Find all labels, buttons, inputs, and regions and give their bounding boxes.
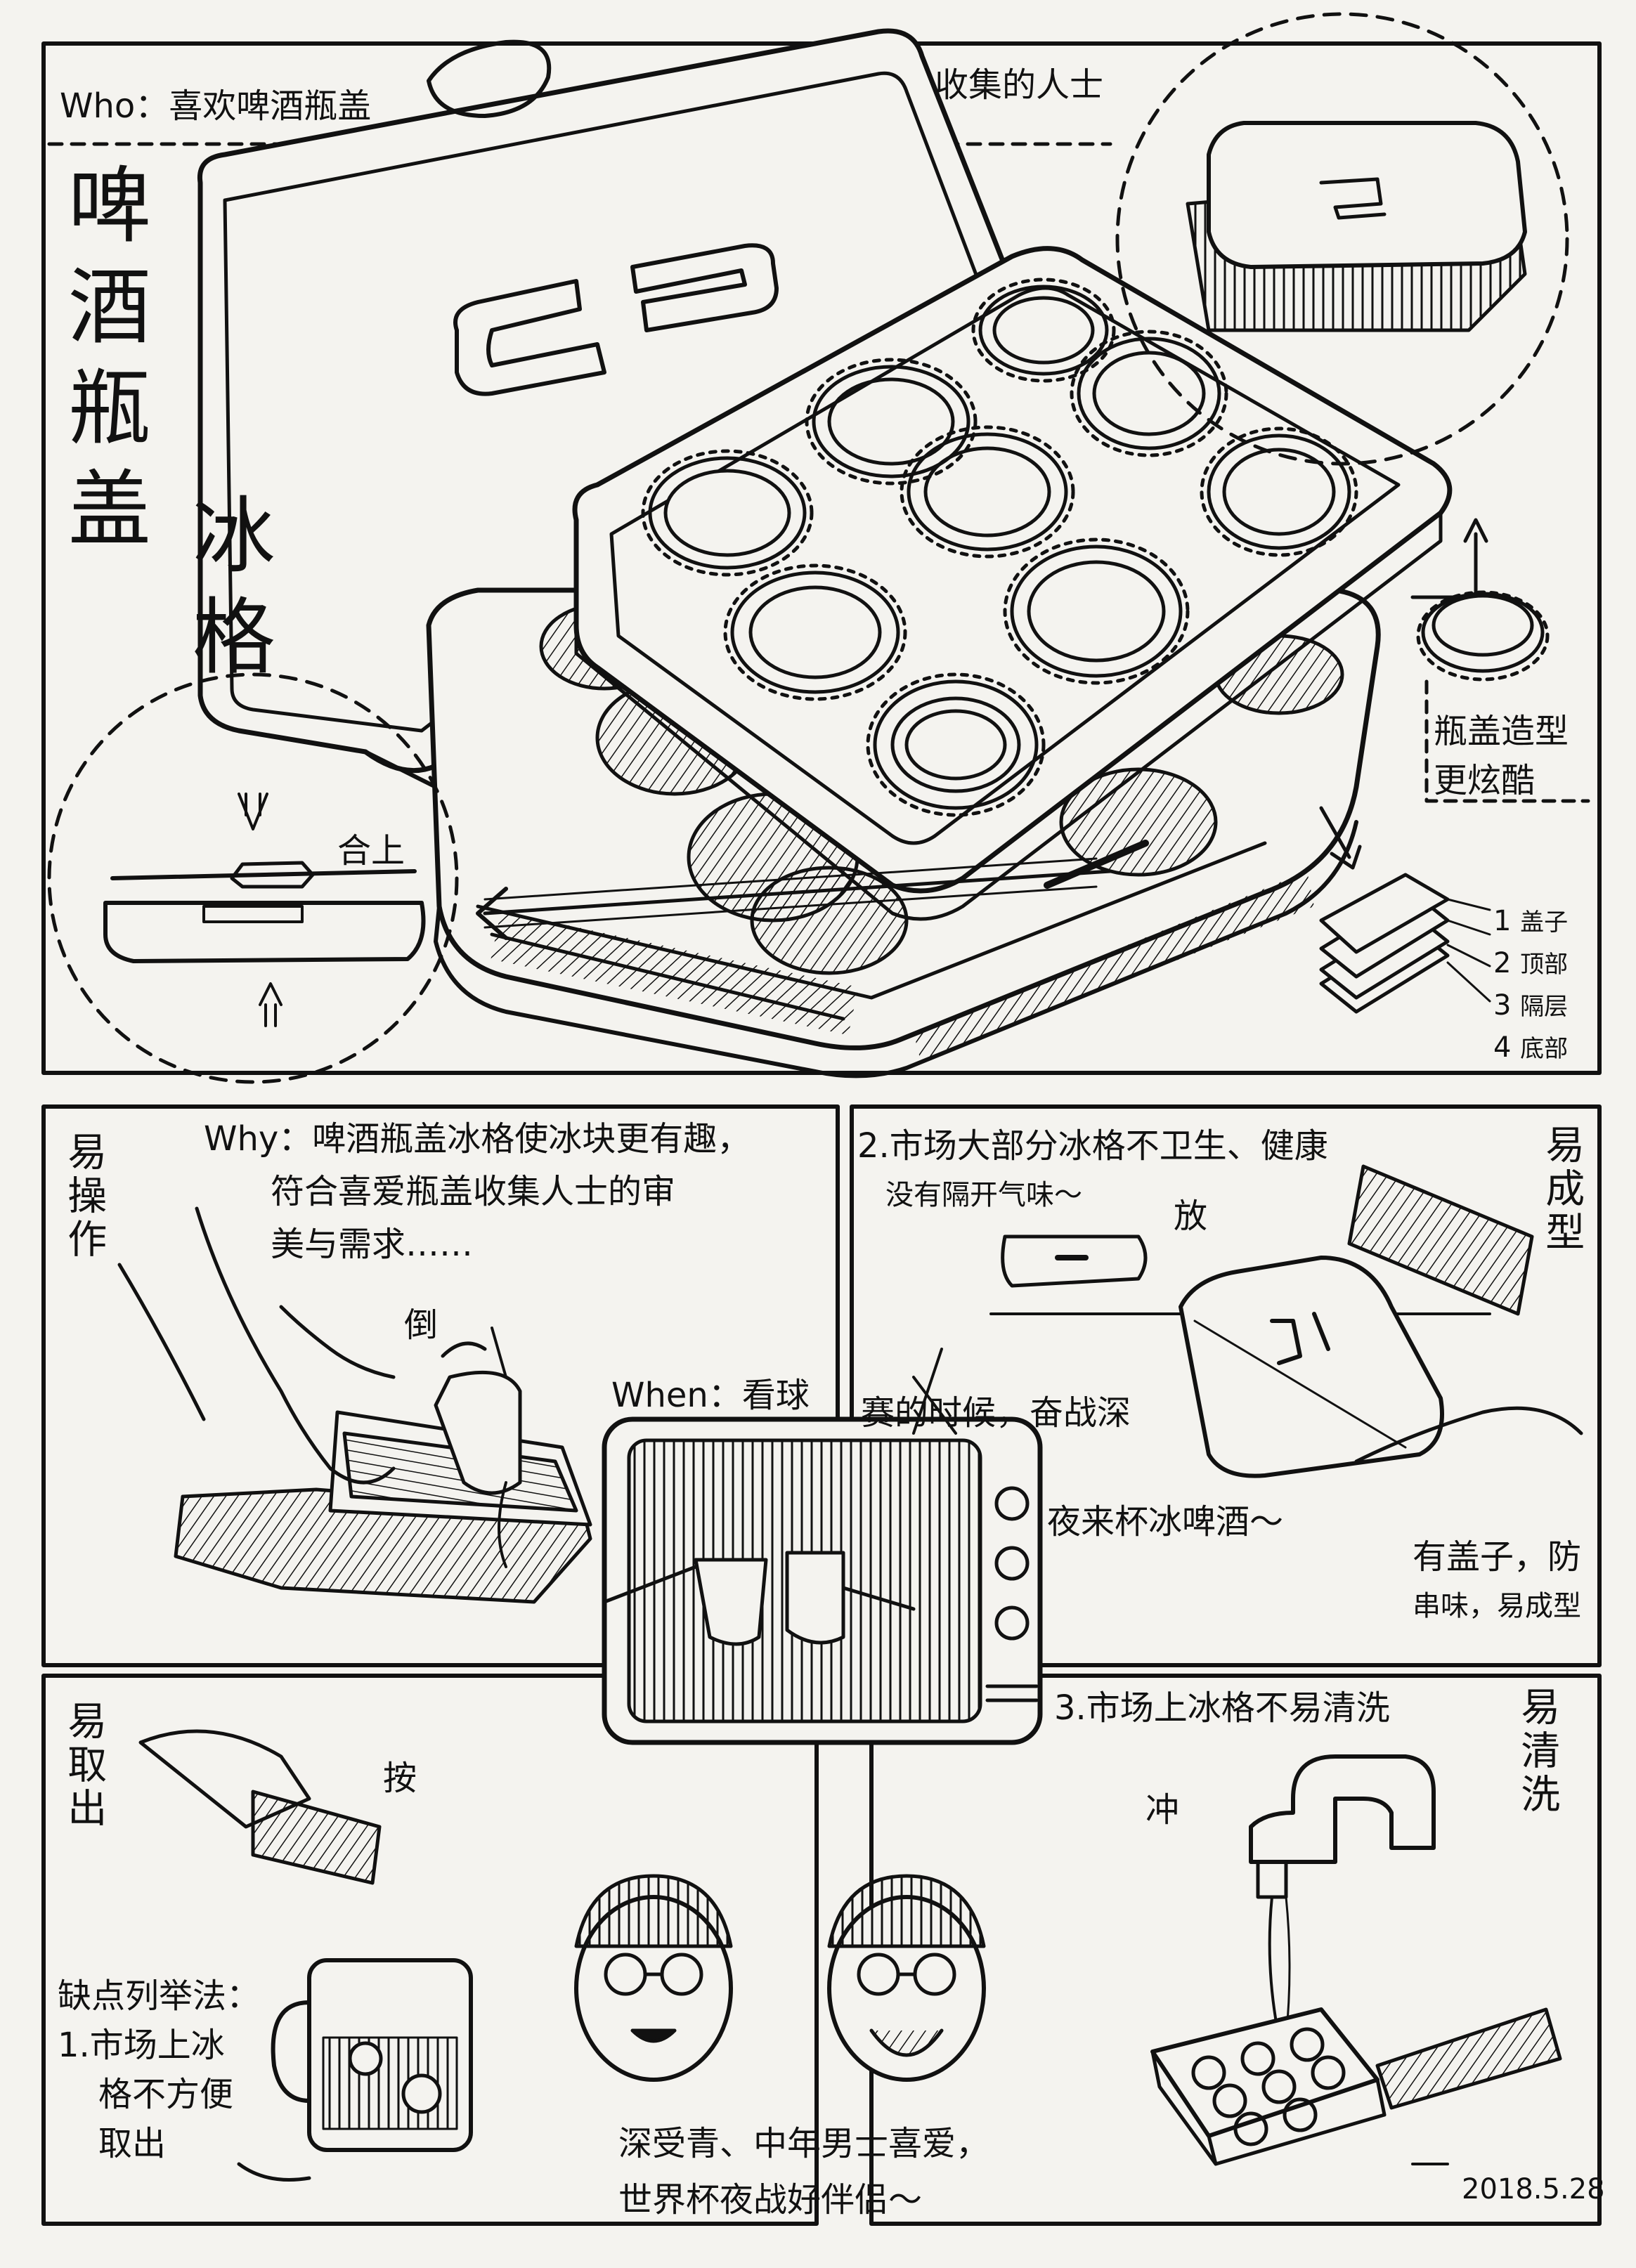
layer-item-1: 1 盖子 (1493, 903, 1568, 939)
who-label: Who：喜欢啤酒瓶盖 (60, 86, 372, 126)
faces (574, 1874, 986, 2082)
panel-market-hygiene-border (850, 1104, 1602, 1667)
defect-line-2: 格不方便 (98, 2075, 234, 2114)
closing-tray (1179, 1164, 1583, 1478)
zoom-closed-tray (1115, 12, 1569, 466)
page-title: 啤酒瓶盖 (53, 162, 151, 566)
easy-form-label: 易成型 (1538, 1124, 1585, 1255)
defect-method-title: 缺点列举法： (58, 1976, 261, 2016)
press-illustration (138, 1729, 473, 2182)
layer-number: 3 (1493, 989, 1512, 1022)
bottle-cap-tray (572, 246, 1453, 921)
easy-remove-label: 易取出 (60, 1700, 107, 1831)
popularity-line-1: 深受青、中年男士喜爱， (618, 2124, 990, 2163)
layer-label: 底部 (1520, 1035, 1569, 1063)
who-label-continued: 收集的人士 (935, 65, 1104, 105)
signature-date: 2018.5.28 (1462, 2173, 1605, 2205)
close-lid-label: 合上 (337, 831, 405, 871)
zoom-close-lid (47, 672, 459, 1084)
why-line-3: 美与需求…… (271, 1225, 474, 1264)
rinse-label: 冲 (1145, 1790, 1180, 1830)
page-subtitle: 冰格 (178, 492, 275, 694)
panel-easy-remove-border (41, 1674, 819, 2226)
layer-item-3: 3 隔层 (1493, 987, 1568, 1024)
point-3: 3.市场上冰格不易清洗 (1054, 1688, 1390, 1728)
easy-clean-label: 易清洗 (1514, 1686, 1560, 1817)
lid-note-1: 有盖子，防 (1413, 1537, 1582, 1577)
layer-label: 隔层 (1520, 993, 1569, 1021)
popularity-line-2: 世界杯夜战好伴侣～ (618, 2180, 923, 2220)
put-label: 放 (1174, 1197, 1208, 1236)
pour-label: 倒 (404, 1305, 439, 1345)
cap-shape-note: 瓶盖造型 (1434, 712, 1569, 751)
faucet-illustration (1150, 1754, 1562, 2166)
when-line-2: 夜来杯冰啤酒～ (1047, 1502, 1284, 1542)
layer-item-2: 2 顶部 (1493, 945, 1568, 982)
layer-item-4: 4 底部 (1493, 1029, 1568, 1066)
cap-shape-note-2: 更炫酷 (1434, 761, 1536, 800)
single-bottle-cap (1416, 590, 1550, 682)
when-line-1: 赛的时候，奋战深 (861, 1393, 1131, 1433)
defect-line-1: 1.市场上冰 (58, 2026, 225, 2065)
defect-line-3: 取出 (98, 2124, 167, 2163)
layer-label: 盖子 (1520, 908, 1569, 937)
easy-operate-label: 易操作 (60, 1131, 107, 1262)
layer-number: 2 (1493, 947, 1512, 979)
layer-label: 顶部 (1520, 951, 1569, 979)
panel-ease-of-use-border (41, 1104, 840, 1667)
cap-note-box (1424, 679, 1590, 803)
press-label: 按 (383, 1759, 417, 1798)
why-line-2: 符合喜爱瓶盖收集人士的审 (271, 1172, 676, 1211)
why-line-1: Why：啤酒瓶盖冰格使冰块更有趣， (204, 1119, 751, 1159)
layer-stack (1319, 873, 1491, 1014)
layer-legend: 1 盖子 2 顶部 3 隔层 4 底部 (1493, 903, 1568, 1066)
tv-illustration (602, 1348, 1043, 1745)
layer-number: 1 (1493, 905, 1512, 937)
when-label: When：看球 (611, 1376, 810, 1415)
layer-number: 4 (1493, 1031, 1512, 1064)
pour-illustration (117, 1206, 592, 1604)
lid-note-2: 串味，易成型 (1413, 1590, 1581, 1622)
point-2-line-1: 2.市场大部分冰格不卫生、健康 (857, 1126, 1328, 1166)
point-2-line-2: 没有隔开气味～ (885, 1179, 1082, 1211)
